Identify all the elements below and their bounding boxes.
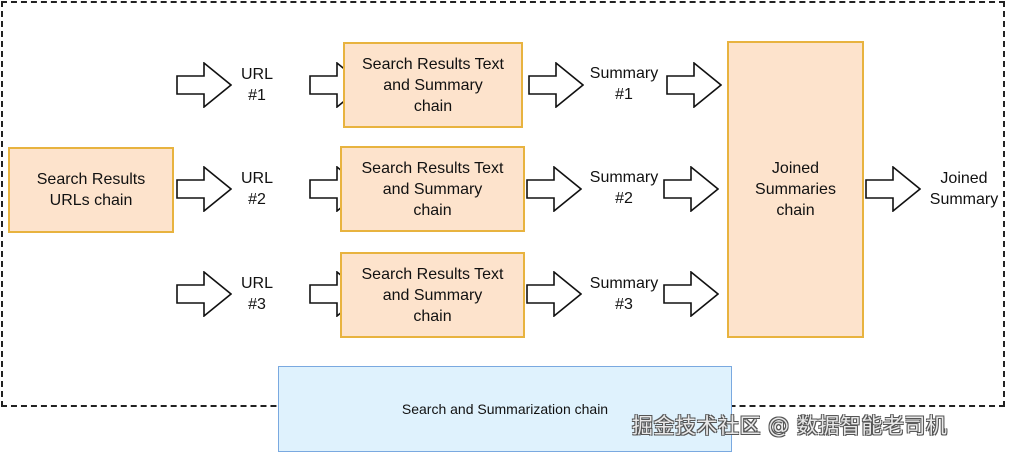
search-and-summarization-chain-label: Search and Summarization chain <box>278 366 732 452</box>
summary-label-2: Summary#2 <box>589 169 659 207</box>
url-label-1: URL#1 <box>240 66 273 104</box>
url-label-2: URL#2 <box>240 170 273 208</box>
arrow-summary-2-to-join <box>663 166 719 212</box>
arrow-node-3-to-summary <box>526 271 582 317</box>
arrow-to-url-1 <box>176 62 232 108</box>
watermark: 掘金技术社区 @ 数据智能老司机 <box>632 414 948 438</box>
arrow-summary-3-to-join <box>663 271 719 317</box>
summary-label-3: Summary#3 <box>589 275 659 313</box>
arrow-to-url-2 <box>176 166 232 212</box>
container-label-text: Search and Summarization chain <box>401 400 609 417</box>
arrow-join-to-output <box>865 166 921 212</box>
arrow-node-2-to-summary <box>526 166 582 212</box>
arrow-to-url-3 <box>176 271 232 317</box>
arrow-summary-1-to-join <box>666 62 722 108</box>
url-label-3: URL#3 <box>240 275 273 313</box>
arrow-node-1-to-summary <box>528 62 584 108</box>
summary-label-1: Summary#1 <box>589 65 659 103</box>
